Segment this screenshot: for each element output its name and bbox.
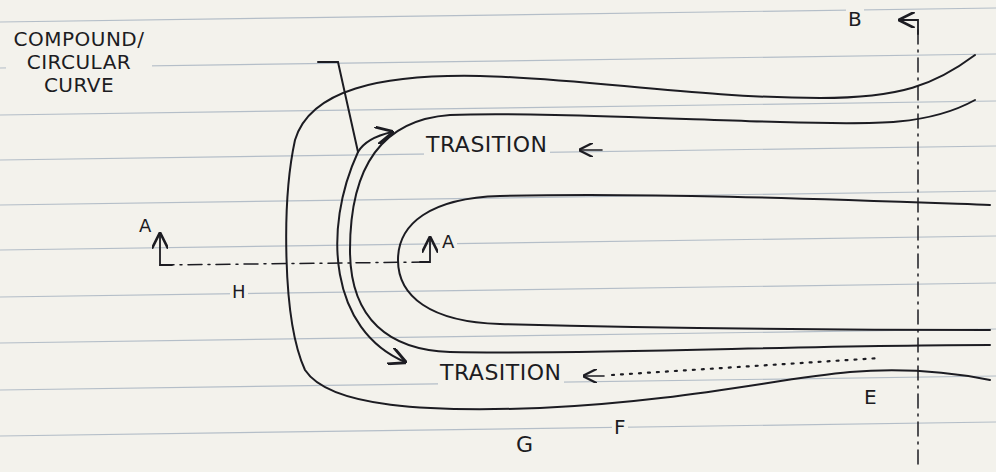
section-arrow bbox=[900, 20, 918, 34]
inner-road-edge bbox=[398, 195, 990, 330]
section-line bbox=[160, 262, 430, 265]
ruled-lines bbox=[0, 8, 996, 436]
pointer-arrow bbox=[580, 149, 602, 151]
section-line bbox=[917, 30, 919, 470]
outer-road-edge bbox=[286, 55, 990, 409]
point-label: E bbox=[862, 386, 879, 409]
leader-arrow bbox=[337, 152, 405, 362]
curve-label: COMPOUND/ CIRCULAR CURVE bbox=[6, 28, 152, 97]
transition-label: TRASITION bbox=[438, 360, 564, 385]
centre-line bbox=[350, 100, 990, 353]
pointer-arrow bbox=[584, 375, 604, 377]
point-label: F bbox=[612, 416, 628, 439]
section-arrow bbox=[160, 234, 172, 265]
point-label: G bbox=[514, 432, 536, 457]
leader-arrow bbox=[358, 132, 392, 152]
section-label: B bbox=[846, 8, 864, 31]
point-label: H bbox=[230, 282, 248, 303]
transition-label: TRASITION bbox=[424, 132, 550, 157]
section-label: A bbox=[137, 216, 154, 237]
dotted-line bbox=[612, 358, 880, 375]
leader-line bbox=[318, 62, 358, 152]
section-arrow bbox=[420, 238, 430, 262]
section-label: A bbox=[440, 232, 457, 253]
